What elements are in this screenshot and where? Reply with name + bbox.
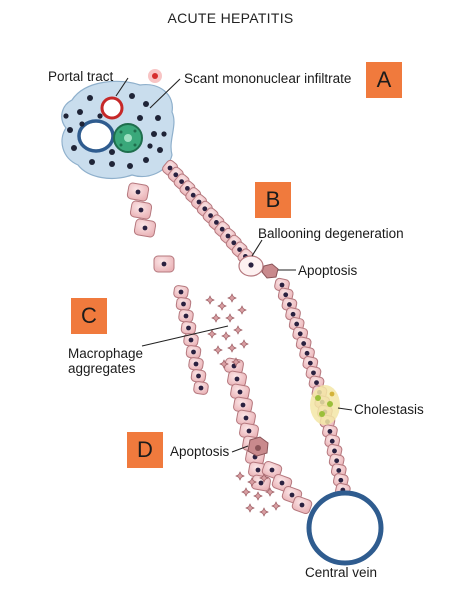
bile-duct-dots bbox=[119, 129, 137, 147]
cholestasis-cluster bbox=[310, 385, 340, 425]
macrophage bbox=[235, 471, 245, 481]
plate-middle-cell bbox=[185, 345, 202, 359]
macrophage bbox=[213, 345, 223, 355]
plate-left-upper-cell bbox=[129, 200, 153, 220]
macrophage-label-line2: aggregates bbox=[68, 361, 136, 376]
macrophage bbox=[227, 343, 237, 353]
plate-middle-cell bbox=[173, 285, 189, 299]
plate-lower-middle-cell bbox=[233, 396, 253, 414]
macrophage bbox=[227, 293, 237, 303]
scant-infiltrate-label: Scant mononuclear infiltrate bbox=[184, 71, 352, 86]
apoptotic-body-right bbox=[261, 263, 279, 279]
badge-c: C bbox=[71, 298, 107, 334]
plate-middle-cell bbox=[190, 369, 207, 383]
macrophage bbox=[265, 487, 275, 497]
plate-left-upper-cell bbox=[133, 218, 157, 238]
plate-middle-cell bbox=[175, 297, 192, 311]
macrophage bbox=[259, 473, 269, 483]
apoptosis-right-label: Apoptosis bbox=[298, 263, 358, 278]
plate-right-cell bbox=[328, 453, 345, 468]
macrophage bbox=[211, 313, 221, 323]
macrophage bbox=[245, 503, 255, 513]
plate-middle-cell bbox=[188, 357, 204, 371]
leader-lines bbox=[115, 77, 353, 453]
portal-tract bbox=[61, 80, 175, 179]
plate-lower-middle-cell bbox=[227, 370, 247, 388]
plate-left-upper-cell bbox=[153, 255, 175, 273]
plate-bottom-cell bbox=[291, 495, 313, 515]
macrophage bbox=[253, 491, 263, 501]
macrophage bbox=[205, 295, 215, 305]
plate-middle-cell bbox=[193, 381, 209, 395]
central-vein bbox=[306, 490, 384, 566]
macrophage bbox=[207, 329, 217, 339]
plate-lower-middle-cell bbox=[236, 409, 256, 427]
macrophage bbox=[237, 305, 247, 315]
plate-middle-cell bbox=[178, 309, 194, 323]
macrophage bbox=[247, 477, 257, 487]
apoptotic-body-left bbox=[247, 436, 269, 457]
badge-d: D bbox=[127, 432, 163, 468]
ballooning-label: Ballooning degeneration bbox=[258, 226, 404, 241]
macrophage bbox=[219, 359, 229, 369]
macrophage bbox=[225, 313, 235, 323]
ballooned-hepatocyte bbox=[238, 255, 264, 277]
plate-middle-cell bbox=[180, 321, 197, 335]
diagram-title: ACUTE HEPATITIS bbox=[167, 10, 294, 26]
macrophage-label-line1: Macrophage bbox=[68, 346, 144, 361]
plate-left-upper-cell bbox=[126, 182, 150, 202]
apoptosis-left-label: Apoptosis bbox=[170, 444, 230, 459]
badge-b: B bbox=[255, 182, 291, 218]
macrophage bbox=[241, 487, 251, 497]
macrophage bbox=[259, 507, 269, 517]
portal-tract-label: Portal tract bbox=[48, 69, 114, 84]
plate-right-cell bbox=[330, 463, 347, 478]
badge-a: A bbox=[366, 62, 402, 98]
plate-right-cell bbox=[324, 434, 341, 449]
macrophage bbox=[271, 501, 281, 511]
macrophage-aggregates bbox=[205, 293, 281, 517]
plate-right-cell bbox=[322, 424, 338, 439]
mononuclear-cells bbox=[63, 93, 167, 169]
macrophage bbox=[221, 331, 231, 341]
macrophage bbox=[231, 357, 241, 367]
macrophage bbox=[217, 301, 227, 311]
macrophage bbox=[239, 339, 249, 349]
macrophage bbox=[233, 325, 243, 335]
cholestasis-label: Cholestasis bbox=[354, 402, 424, 417]
central-vein-label: Central vein bbox=[305, 565, 378, 580]
